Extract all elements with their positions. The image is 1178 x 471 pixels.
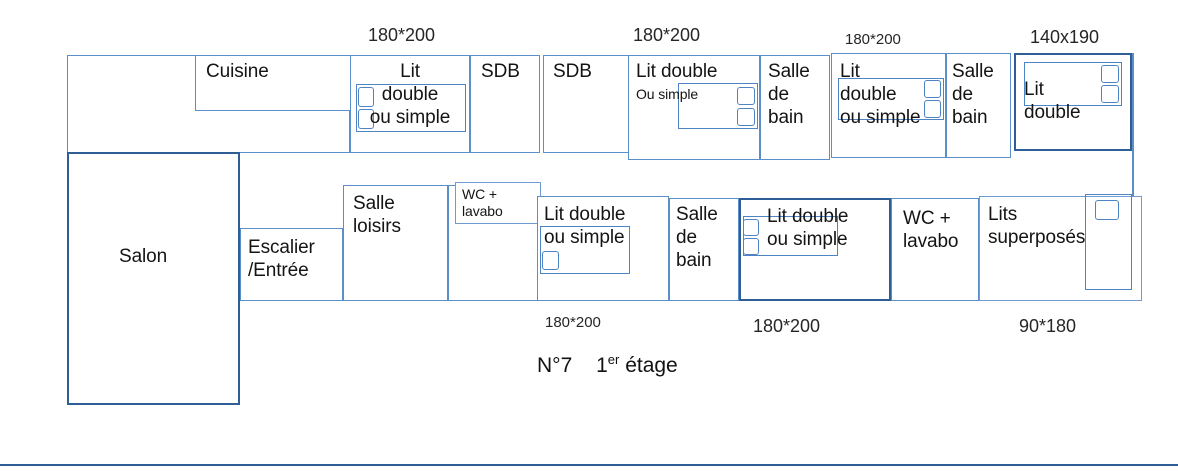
bed-icon-5	[540, 226, 630, 274]
pillow-icon	[358, 109, 374, 129]
room-label-bedroom-5: Lit double ou simple	[544, 204, 626, 248]
room-label-sdb-1: SDB	[481, 61, 520, 82]
bed-icon-4	[1024, 62, 1122, 106]
room-label-bedroom-3: Lit double ou simple	[840, 61, 921, 128]
pillow-icon	[924, 100, 941, 118]
pillow-icon	[1101, 85, 1119, 103]
pillow-icon	[924, 80, 941, 98]
room-label-wc-lavabo-2: WC + lavabo	[903, 208, 959, 252]
room-bedroom-5	[537, 196, 669, 301]
caption-floor-number: 1	[596, 354, 608, 377]
room-label-salle-de-bain-1: Salle de bain	[768, 61, 810, 128]
dimension-label-top-2: 180*200	[633, 25, 701, 45]
room-label-salle-de-bain-2: Salle de bain	[952, 61, 994, 128]
pillow-icon	[743, 238, 759, 255]
pillow-icon	[1095, 200, 1119, 220]
page-bottom-rule	[0, 464, 1178, 466]
room-label-salon: Salon	[119, 246, 168, 267]
plan-caption: N°7 1er étage	[537, 352, 678, 378]
bed-icon-1	[356, 84, 466, 132]
caption-floor-ordinal: er	[607, 352, 620, 367]
pillow-icon	[542, 251, 559, 270]
dimension-label-bottom-2: 180*200	[753, 316, 821, 336]
dimension-label-top-4: 140x190	[1030, 27, 1100, 47]
room-cuisine	[195, 55, 351, 111]
room-label-escalier-entree: Escalier /Entrée	[248, 237, 315, 281]
right-exterior-wall	[1132, 53, 1134, 300]
bed-icon-6	[743, 216, 838, 256]
room-label-bedroom-2-sub: Ou simple	[636, 86, 699, 102]
room-label-salle-loisirs: Salle loisirs	[353, 193, 401, 237]
room-escalier-entree	[240, 228, 343, 301]
pillow-icon	[358, 87, 374, 107]
room-bedroom-2	[628, 55, 760, 160]
pillow-icon	[737, 87, 755, 105]
room-salon	[67, 152, 240, 405]
caption-number: N°7	[537, 354, 573, 377]
room-label-wc-lavabo-1: WC + lavabo	[462, 186, 503, 219]
room-label-sdb-2: SDB	[553, 61, 592, 82]
bed-icon-3	[838, 78, 944, 120]
room-label-bedroom-4: Lit double	[1024, 79, 1081, 123]
pillow-icon	[1101, 65, 1119, 83]
room-label-bedroom-6: Lit double ou simple	[767, 206, 849, 250]
room-label-salle-de-bain-3: Salle de bain	[676, 204, 718, 271]
dimension-label-top-1: 180*200	[368, 25, 436, 45]
room-wc-lavabo-2	[891, 198, 979, 301]
room-salle-loisirs	[343, 185, 448, 301]
bed-icon-2	[678, 83, 758, 129]
room-label-cuisine: Cuisine	[206, 61, 269, 82]
pillow-icon	[743, 219, 759, 236]
pillow-icon	[737, 108, 755, 126]
room-sdb-1	[470, 55, 540, 153]
room-salle-de-bain-3	[669, 198, 739, 301]
room-sdb-2	[543, 55, 629, 153]
room-salle-de-bain-1	[760, 55, 830, 160]
wc-lavabo-1-label-box	[455, 182, 541, 224]
room-bedroom-6	[739, 198, 891, 301]
dimension-label-bottom-3: 90*180	[1019, 316, 1077, 336]
room-label-bunk-room: Lits superposés	[988, 204, 1086, 248]
dimension-label-top-3: 180*200	[845, 31, 901, 48]
caption-floor-word: étage	[625, 354, 678, 377]
room-label-bedroom-1: Lit double ou simple	[369, 61, 451, 128]
dimension-label-bottom-1: 180*200	[545, 314, 601, 331]
room-salle-de-bain-2	[946, 53, 1011, 158]
bunk-bed-icon	[1085, 194, 1132, 290]
room-label-bedroom-2: Lit double	[636, 61, 718, 82]
